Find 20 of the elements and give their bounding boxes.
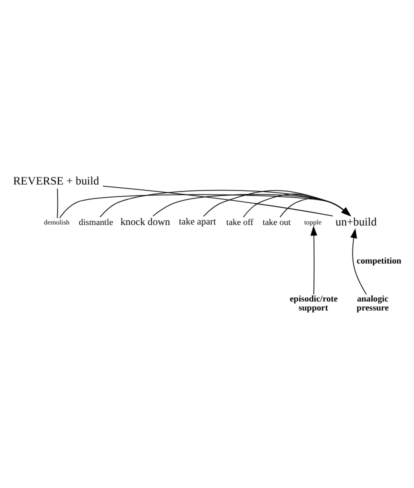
node-text: REVERSE + build [13,175,100,188]
arrow [203,190,351,217]
arrow [280,198,351,218]
node-text: take apart [178,218,216,228]
node-text: analogic pressure [356,294,389,312]
arrow [152,194,351,216]
connector [56,188,58,218]
node-text: take off [226,216,254,227]
node-text: un+build [336,216,377,228]
label: competition [356,256,402,266]
node-text: take out [262,216,291,227]
arrow [310,226,318,295]
arrow [350,228,367,295]
arrow [243,194,351,218]
node-text: knock down [120,216,170,228]
node-text: dismantle [78,216,114,227]
node-text: episodic/rote support [290,294,338,312]
arrow [100,190,351,218]
arrow [59,194,351,218]
connector [102,186,334,216]
